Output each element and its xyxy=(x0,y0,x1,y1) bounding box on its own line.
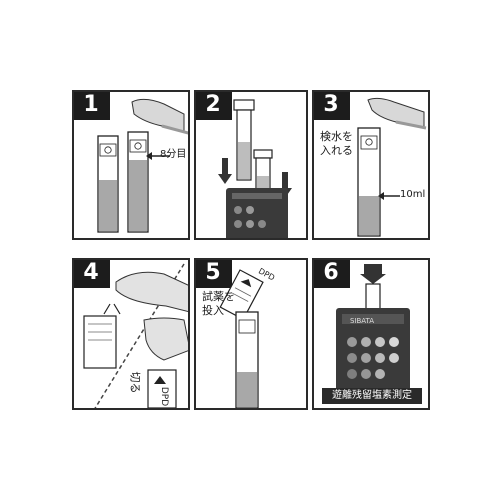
step-4-illustration xyxy=(83,263,188,408)
step-3-illustration xyxy=(357,97,427,237)
step-1-number: 1 xyxy=(74,92,110,120)
step-4-cut-label: 切る xyxy=(128,371,142,394)
step-2-number: 2 xyxy=(196,92,232,120)
step-5-panel: 5 試薬を 投入 DPD xyxy=(194,258,308,410)
step-3-volume-label: 10ml xyxy=(400,189,426,200)
step-1-mark-label: 8分目 xyxy=(160,149,187,160)
step-1-panel: 1 8分目 xyxy=(72,90,190,240)
step-6-result-label: 遊離残留塩素測定 xyxy=(322,388,422,404)
step-4-packet-label: DPD xyxy=(159,386,170,407)
step-3-number: 3 xyxy=(314,92,350,120)
step-4-panel: 4 切る DPD xyxy=(72,258,190,410)
step-5-reagent-label-1: 試薬を xyxy=(202,290,235,303)
step-3-sample-label-1: 検水を xyxy=(320,130,353,143)
step-5-illustration xyxy=(219,269,264,408)
step-5-reagent-label-2: 投入 xyxy=(202,304,224,317)
step-1-illustration xyxy=(97,98,188,233)
step-6-illustration xyxy=(336,264,410,396)
step-2-illustration xyxy=(218,99,292,238)
step-6-panel: 6 SIBATA 遊離残留塩素測定 xyxy=(312,258,430,410)
sample-tube-left xyxy=(97,135,119,233)
step-3-panel: 3 検水を 入れる 10ml xyxy=(312,90,430,240)
step-6-brand-label: SIBATA xyxy=(350,317,375,325)
step-3-sample-label-2: 入れる xyxy=(320,144,353,157)
step-4-number: 4 xyxy=(74,260,110,288)
step-6-number: 6 xyxy=(314,260,350,288)
step-5-number: 5 xyxy=(196,260,232,288)
sample-tube-right xyxy=(127,131,149,233)
step-2-panel: 2 xyxy=(194,90,308,240)
